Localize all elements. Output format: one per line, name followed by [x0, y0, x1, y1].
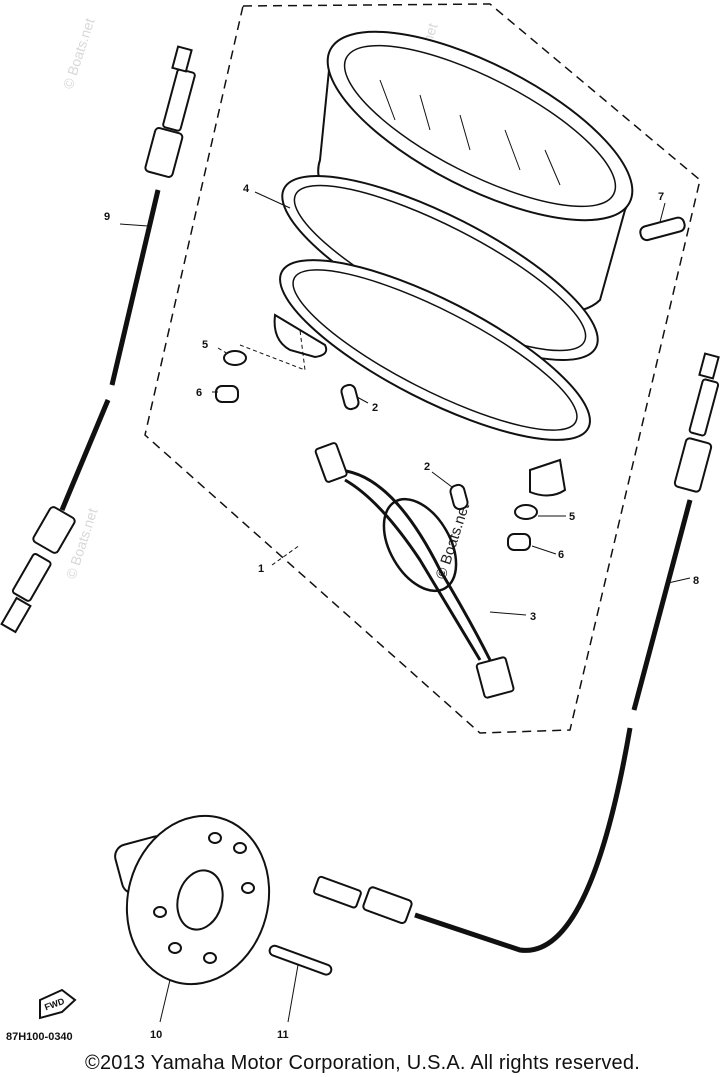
callout-4: 4	[243, 183, 250, 195]
callout-5: 5	[202, 339, 208, 351]
washer	[223, 350, 247, 366]
drive-gear	[114, 814, 271, 986]
meter-pin	[639, 216, 686, 242]
wire-harness	[314, 442, 515, 699]
callout-2: 2	[372, 402, 378, 414]
grommet	[215, 385, 239, 403]
callout-7: 7	[658, 191, 664, 203]
diagram-code: 87H100-0340	[6, 1031, 73, 1043]
callout-1: 1	[258, 563, 264, 575]
meter-bracket	[273, 259, 591, 497]
watermark: © Boats.net	[60, 16, 98, 91]
callout-9: 9	[104, 211, 110, 223]
speedometer-cable	[0, 45, 196, 634]
callout-6: 6	[196, 387, 202, 399]
bulb	[449, 483, 469, 511]
callout-2: 2	[424, 461, 430, 473]
callout-10: 10	[150, 1029, 162, 1041]
assembly-outline	[144, 3, 701, 734]
callout-6: 6	[558, 549, 564, 561]
bulb	[340, 383, 360, 411]
callout-5: 5	[569, 511, 575, 523]
callout-8: 8	[693, 575, 699, 587]
callout-11: 11	[277, 1029, 289, 1041]
fwd-arrow: FWD	[39, 988, 77, 1020]
dowel-pin	[268, 944, 333, 976]
tachometer-cable	[313, 352, 720, 953]
copyright-notice: ©2013 Yamaha Motor Corporation, U.S.A. A…	[85, 1052, 640, 1074]
leader-lines	[119, 191, 691, 1023]
callout-3: 3	[530, 611, 536, 623]
grommet	[507, 533, 531, 551]
washer	[514, 504, 538, 520]
